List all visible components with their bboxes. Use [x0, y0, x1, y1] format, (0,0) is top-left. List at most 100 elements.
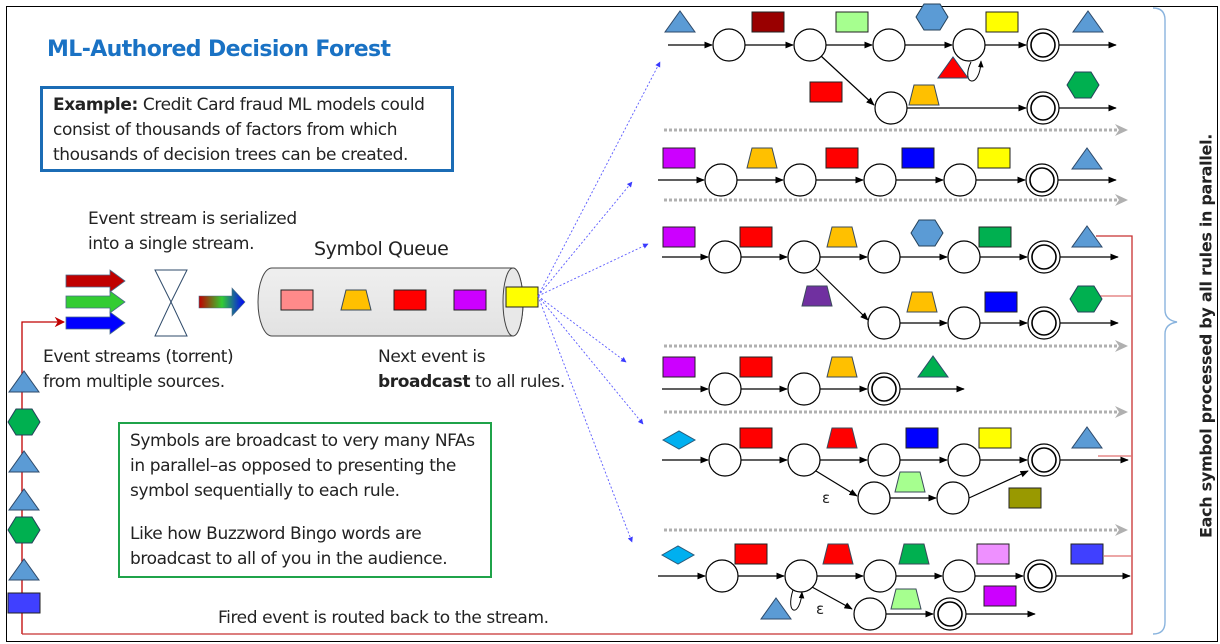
transition-arrow [815, 470, 858, 497]
symbol-trapezoid [822, 543, 854, 565]
serializer-hourglass-icon [154, 269, 188, 337]
symbol-hexagon [7, 408, 41, 436]
example-line-3: thousands of decision trees can be creat… [53, 145, 408, 165]
symbol-rect [662, 226, 696, 248]
symbol-triangle [917, 355, 949, 378]
accept-state-inner [1031, 310, 1057, 336]
transition-arrow [815, 268, 869, 321]
nfa-state [787, 372, 821, 406]
accept-state-inner [1029, 167, 1055, 193]
example-text: Credit Card fraud ML models could [137, 95, 425, 115]
symbol-trapezoid [340, 289, 372, 311]
accept-state-inner [1030, 95, 1056, 121]
symbol-trapezoid [898, 543, 930, 565]
symbol-rect [977, 147, 1011, 169]
queue-title: Symbol Queue [314, 238, 449, 260]
accept-state-inner [1027, 563, 1053, 589]
rule-4 [662, 355, 965, 406]
nfa-state [936, 481, 970, 515]
accept-state-inner [937, 601, 963, 627]
parallel-processing-label: Each symbol processed by all rules in pa… [1196, 133, 1216, 539]
broadcast-bold: broadcast [378, 372, 471, 392]
example-bold-label: Example: [53, 95, 138, 115]
rule-2 [658, 147, 1117, 197]
nfa-state [867, 443, 901, 477]
symbol-hexagon [1066, 71, 1100, 99]
broadcast-label-1: Next event is [378, 347, 486, 367]
note-spacer [130, 504, 490, 522]
symbol-rect [280, 289, 314, 311]
nfa-state [705, 559, 739, 593]
parallel-note-callout: Symbols are broadcast to very many NFAs … [118, 422, 492, 578]
symbol-hexagon [910, 219, 944, 247]
symbol-rect [901, 147, 935, 169]
nfa-state [712, 28, 746, 62]
nfa-state [952, 28, 986, 62]
symbol-triangle [8, 558, 40, 581]
symbol-rect [505, 286, 539, 308]
symbol-rect [1070, 543, 1104, 565]
broadcast-rest: to all rules. [470, 372, 565, 392]
nfa-state [874, 91, 908, 125]
rule-5: ε [661, 426, 1129, 515]
symbol-rect [976, 543, 1010, 565]
separator-arrowhead [1115, 124, 1128, 136]
symbol-hexagon [1069, 285, 1103, 313]
symbol-rect [978, 226, 1012, 248]
symbol-triangle [8, 450, 40, 473]
symbol-triangle [1071, 147, 1103, 170]
nfa-state [867, 306, 901, 340]
nfa-state [942, 559, 976, 593]
symbol-triangle [8, 370, 40, 393]
separator-arrowhead [1115, 406, 1128, 418]
broadcast-arrow [537, 243, 649, 297]
right-brace [1152, 7, 1178, 635]
nfa-state [863, 163, 897, 197]
symbol-rect [662, 147, 696, 169]
nfa-state [947, 240, 981, 274]
note-line-4: Like how Buzzword Bingo words are [130, 524, 422, 544]
symbol-trapezoid [890, 588, 922, 610]
example-callout: Example: Credit Card fraud ML models cou… [40, 86, 454, 172]
symbol-trapezoid [908, 84, 940, 106]
nfa-state [857, 481, 891, 515]
note-line-5: broadcast to all of you in the audience. [130, 549, 448, 569]
example-line-2: consist of thousands of factors from whi… [53, 120, 398, 140]
accept-state-inner [1031, 447, 1057, 473]
symbol-trapezoid [801, 285, 833, 307]
rule-1 [664, 3, 1117, 125]
symbol-rect [825, 147, 859, 169]
symbol-triangle [1072, 10, 1104, 33]
broadcast-label-2: broadcast to all rules. [378, 370, 565, 395]
symbol-rect [984, 291, 1018, 313]
accept-state-inner [871, 376, 897, 402]
symbol-rect [978, 427, 1012, 449]
note-line-1: Symbols are broadcast to very many NFAs [130, 431, 475, 451]
nfa-state [947, 443, 981, 477]
symbol-triangle [760, 597, 792, 620]
accept-state [1026, 91, 1060, 125]
symbol-rect [453, 289, 487, 311]
nfa-state [867, 240, 901, 274]
broadcast-arrow [537, 295, 644, 425]
symbol-hexagon [7, 516, 41, 544]
separator-arrowhead [1115, 194, 1128, 206]
symbol-diamond [661, 430, 697, 450]
accept-state-inner [1030, 32, 1056, 58]
example-line-1: Example: Credit Card fraud ML models cou… [53, 93, 451, 118]
symbol-rect [393, 289, 427, 311]
symbol-rect [739, 356, 773, 378]
symbol-triangle [1071, 225, 1103, 248]
self-loop [790, 589, 805, 611]
sources-label-2: from multiple sources. [43, 372, 225, 392]
input-stream-arrow [65, 269, 126, 293]
symbol-rect [734, 543, 768, 565]
symbol-trapezoid [826, 427, 858, 449]
broadcast-arrow [537, 61, 661, 297]
sources-label-1: Event streams (torrent) [43, 347, 234, 367]
nfa-state [947, 306, 981, 340]
symbol-trapezoid [826, 226, 858, 248]
symbol-triangle [664, 10, 696, 33]
epsilon-label: ε [822, 489, 830, 507]
nfa-state [872, 28, 906, 62]
